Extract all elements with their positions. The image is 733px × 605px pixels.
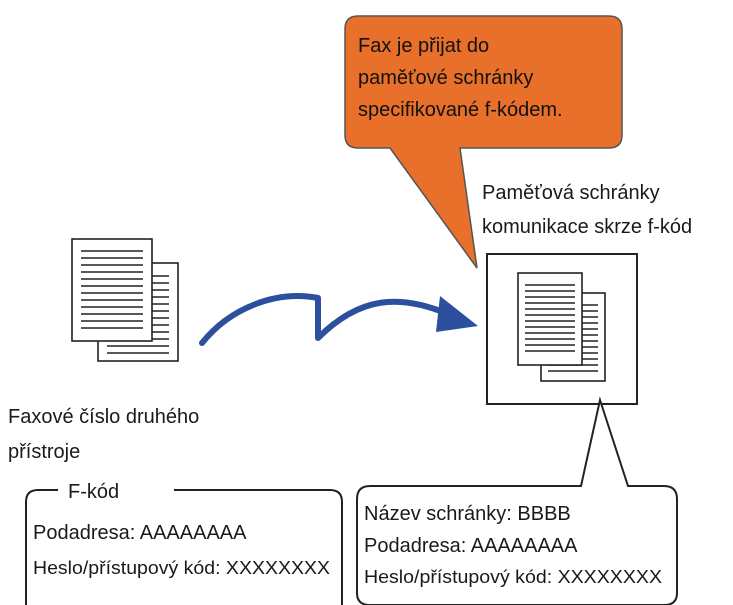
fcode-legend: F-kód — [68, 481, 119, 503]
sender-label-line-1: Faxové číslo druhého — [8, 406, 199, 428]
callout-line-1: Fax je přijat do — [358, 35, 489, 57]
mailbox-box — [486, 253, 638, 405]
document-stack-icon — [71, 238, 179, 362]
transfer-arrow-path — [199, 293, 451, 346]
mailbox-title-line-1: Paměťová schránky — [482, 182, 660, 204]
callout-line-2: paměťové schránky — [358, 67, 533, 89]
fcode-password: Heslo/přístupový kód: XXXXXXXX — [33, 558, 330, 578]
fcode-frame — [25, 489, 343, 605]
sender-label-line-2: přístroje — [8, 441, 80, 463]
callout-line-3: specifikované f-kódem. — [358, 99, 563, 121]
transfer-arrowhead — [436, 296, 478, 332]
mailbox-info-password: Heslo/přístupový kód: XXXXXXXX — [364, 567, 662, 587]
fcode-subaddress: Podadresa: AAAAAAAA — [33, 522, 247, 544]
mailbox-info-name: Název schránky: BBBB — [364, 503, 571, 525]
fcode-box: F-kód Podadresa: AAAAAAAA Heslo/přístupo… — [25, 481, 343, 605]
document-front-lines — [81, 250, 143, 329]
callout: Fax je přijat do paměťové schránky speci… — [344, 15, 623, 269]
zigzag-arrow-icon — [199, 293, 478, 346]
callout-shape — [344, 15, 623, 269]
mailbox-info-bubble: Název schránky: BBBB Podadresa: AAAAAAAA… — [356, 396, 678, 605]
document-front-page — [71, 238, 153, 342]
mailbox-document-front-lines — [525, 284, 575, 352]
mailbox-info-subaddress: Podadresa: AAAAAAAA — [364, 535, 578, 557]
mailbox-title-line-2: komunikace skrze f-kód — [482, 216, 692, 238]
mailbox-document-front — [517, 272, 583, 366]
